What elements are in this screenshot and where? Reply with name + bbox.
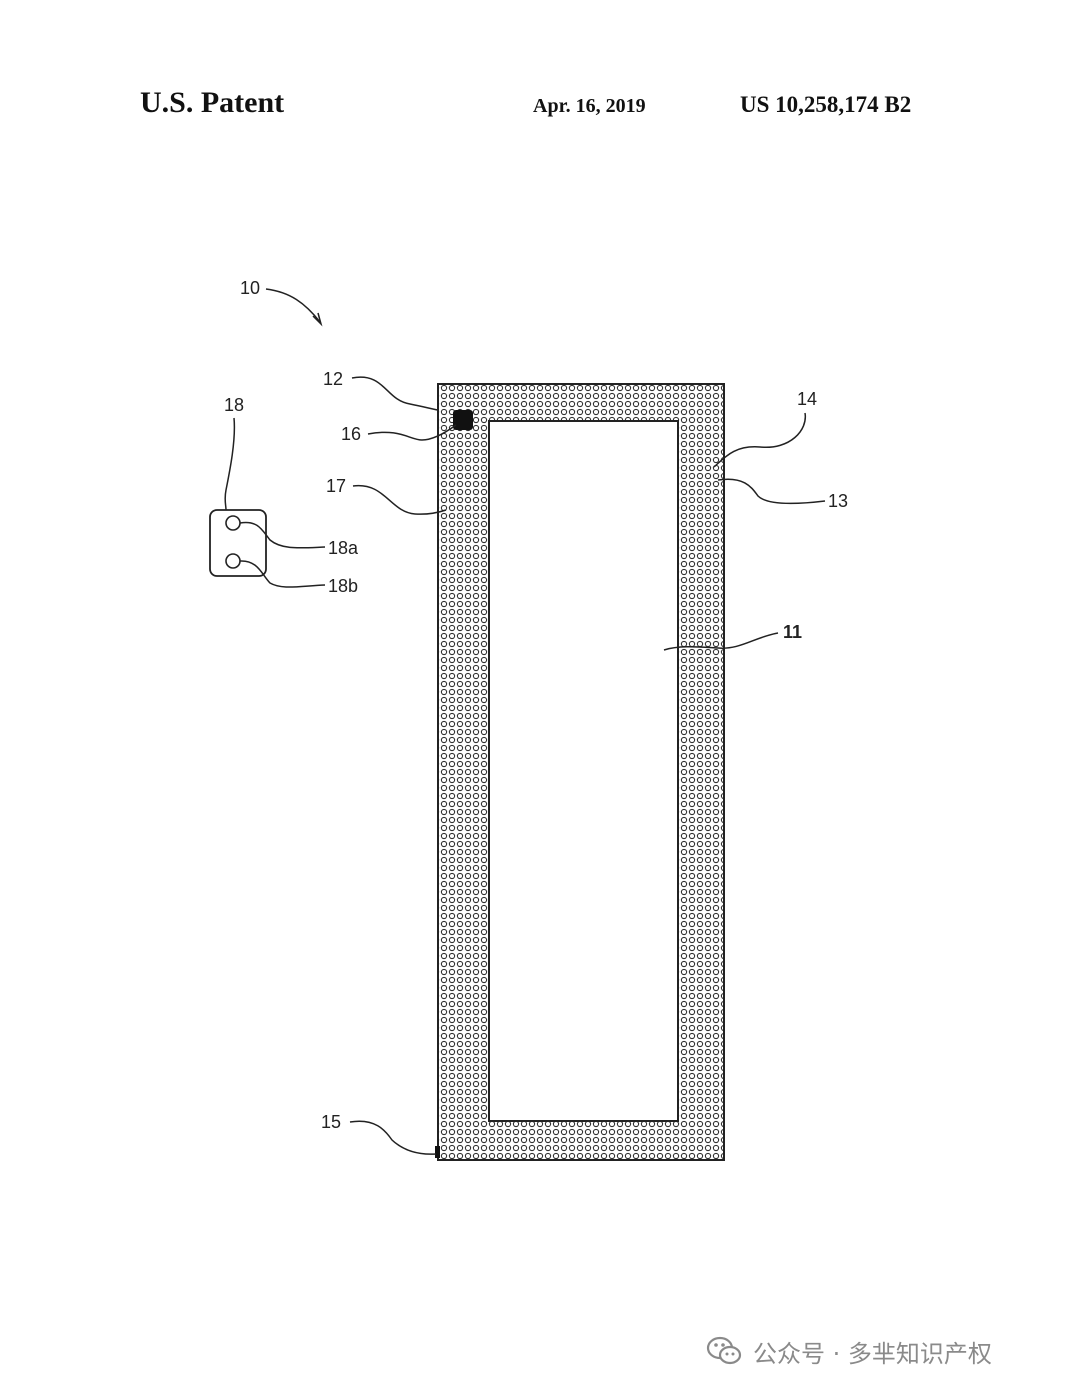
patent-number: US 10,258,174 B2 bbox=[740, 92, 912, 117]
device-18 bbox=[209, 509, 267, 577]
ref-10: 10 bbox=[240, 278, 260, 298]
patent-title: U.S. Patent bbox=[140, 86, 285, 119]
ref-18a: 18a bbox=[328, 538, 359, 558]
watermark-text: 公众号 · 多芈知识产权 bbox=[753, 1339, 992, 1368]
inner-window bbox=[488, 420, 679, 1122]
watermark: 公众号 · 多芈知识产权 bbox=[705, 1332, 992, 1370]
ref-16: 16 bbox=[341, 424, 361, 444]
terminal-18b bbox=[225, 553, 241, 569]
ref-14: 14 bbox=[797, 389, 817, 409]
ref-17: 17 bbox=[326, 476, 346, 496]
component-15 bbox=[435, 1146, 440, 1158]
leader-lines bbox=[224, 288, 826, 1155]
ref-13: 13 bbox=[828, 491, 848, 511]
wechat-icon bbox=[706, 1336, 742, 1365]
terminal-18a bbox=[225, 515, 241, 531]
ref-12: 12 bbox=[323, 369, 343, 389]
patent-date: Apr. 16, 2019 bbox=[533, 95, 646, 117]
ref-15: 15 bbox=[321, 1112, 341, 1132]
component-16 bbox=[453, 410, 473, 430]
ref-18b: 18b bbox=[328, 576, 358, 596]
ref-11: 11 bbox=[783, 622, 802, 642]
ref-18: 18 bbox=[224, 395, 244, 415]
